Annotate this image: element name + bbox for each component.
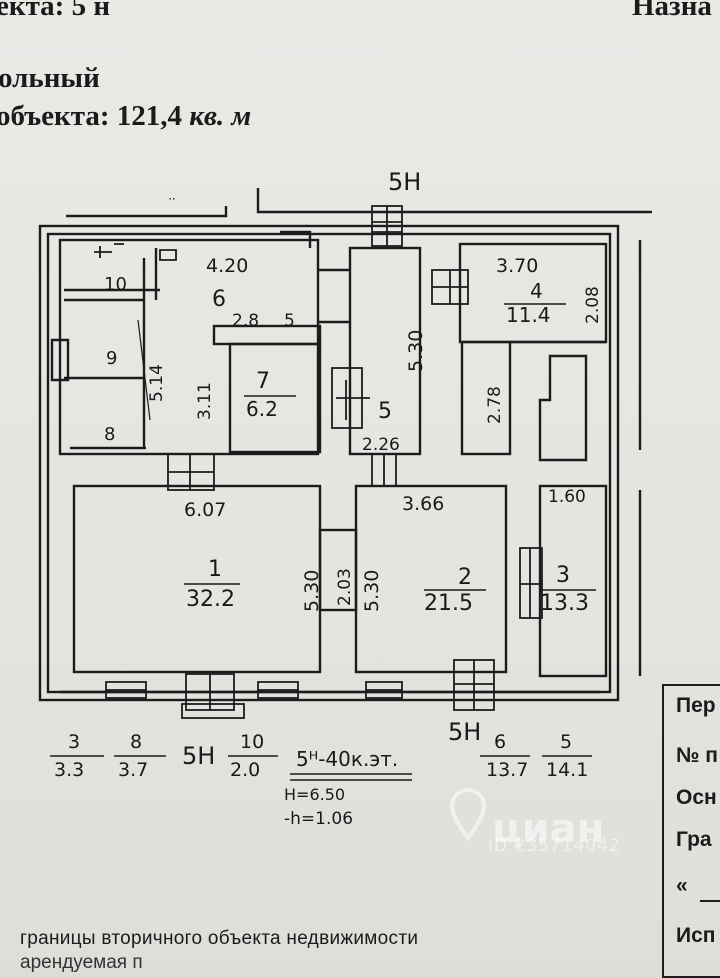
room-7-number: 7: [256, 369, 270, 394]
fraction-3-bottom: 2.0: [230, 759, 260, 781]
header-purpose-line: Назна: [632, 0, 712, 22]
legend-quote-line: [700, 900, 720, 902]
fraction-4-bottom: 13.7: [486, 759, 528, 781]
room-4-area: 11.4: [506, 303, 551, 327]
room-3-number: 3: [556, 563, 570, 588]
room-3-area: 13.3: [540, 591, 589, 616]
room-4-number: 4: [530, 279, 543, 303]
summary-5n-left: 5Н: [182, 742, 215, 770]
room-1-number: 1: [208, 557, 222, 582]
dim-2-8: 2.8: [232, 311, 259, 331]
dim-6-07: 6.07: [184, 499, 226, 521]
room-10-number: 10: [104, 274, 127, 295]
fraction-5-top: 5: [560, 731, 572, 753]
footer-boundary-note: границы вторичного объекта недвижимости: [20, 928, 419, 949]
fraction-1-top: 3: [68, 731, 80, 753]
watermark-id: ID 235714042: [488, 836, 621, 856]
fraction-5-bottom: 14.1: [546, 759, 588, 781]
dim-3-11: 3.11: [195, 382, 215, 420]
area-value: 121,4: [116, 100, 183, 132]
level-note: -h=1.06: [284, 809, 353, 829]
plan-walls: [38, 188, 652, 702]
legend-num: № п: [676, 744, 718, 767]
header-kind-line: ольный: [0, 62, 100, 94]
plan-openings: [94, 205, 543, 719]
entrance-label: 5Н: [388, 168, 421, 196]
room-1-area: 32.2: [186, 587, 235, 612]
legend-isp: Исп: [676, 924, 716, 947]
summary-notes: 3 3.3 8 3.7 5Н 10 2.0 5ᴴ-40к.эт. H=6.50 …: [50, 731, 592, 829]
height-note: H=6.50: [284, 785, 345, 804]
dim-2-78: 2.78: [485, 386, 505, 424]
dim-2-08: 2.08: [583, 286, 603, 324]
room-6-number: 6: [212, 287, 226, 312]
dim-5-30-room1: 5.30: [301, 570, 323, 612]
dim-4-20: 4.20: [206, 255, 248, 277]
plan-labels: 5Н ᐧᐧ 1 32.2 2 21.5 3 13.3 4 11.4 5 6 7 …: [104, 168, 603, 746]
legend-quote: «: [676, 874, 688, 897]
header-object-line: екта: 5 н: [0, 0, 111, 22]
legend-gra: Гра: [676, 828, 712, 851]
watermark-logo: циан: [492, 806, 605, 852]
room-8-number: 8: [104, 424, 115, 445]
entrance-label-bottom: 5Н: [448, 718, 481, 746]
dim-5-14: 5.14: [147, 364, 167, 402]
legend-osn: Осн: [676, 786, 717, 809]
area-unit: кв. м: [189, 100, 252, 132]
dim-2-26: 2.26: [362, 435, 400, 455]
footer-rented-note: арендуемая п: [20, 952, 143, 973]
room-9-number: 9: [106, 348, 117, 369]
header-area-line: объекта: 121,4 кв. м: [0, 100, 251, 133]
fraction-2-bottom: 3.7: [118, 759, 148, 781]
watermark-pin-icon: [449, 787, 487, 842]
dim-1-60: 1.60: [548, 487, 586, 507]
dim-3-70: 3.70: [496, 255, 538, 277]
room-5-number: 5: [378, 399, 392, 424]
dim-5-30-corridor: 5.30: [405, 330, 427, 372]
dim-3-66: 3.66: [402, 493, 444, 515]
fraction-3-top: 10: [240, 731, 264, 753]
room-2-area: 21.5: [424, 591, 473, 616]
area-label: объекта:: [0, 100, 110, 132]
room-2-number: 2: [458, 565, 472, 590]
room-7-area: 6.2: [246, 397, 278, 421]
dim-2-03: 2.03: [335, 568, 355, 606]
fraction-4-top: 6: [494, 731, 506, 753]
count-note: 5ᴴ-40к.эт.: [296, 747, 398, 771]
fraction-1-bottom: 3.3: [54, 759, 84, 781]
dim-5: 5: [284, 311, 295, 331]
fraction-2-top: 8: [130, 731, 142, 753]
legend-per: Пер: [676, 694, 716, 717]
dim-5-30-room2: 5.30: [361, 570, 383, 612]
top-mark: ᐧᐧ: [168, 192, 175, 208]
